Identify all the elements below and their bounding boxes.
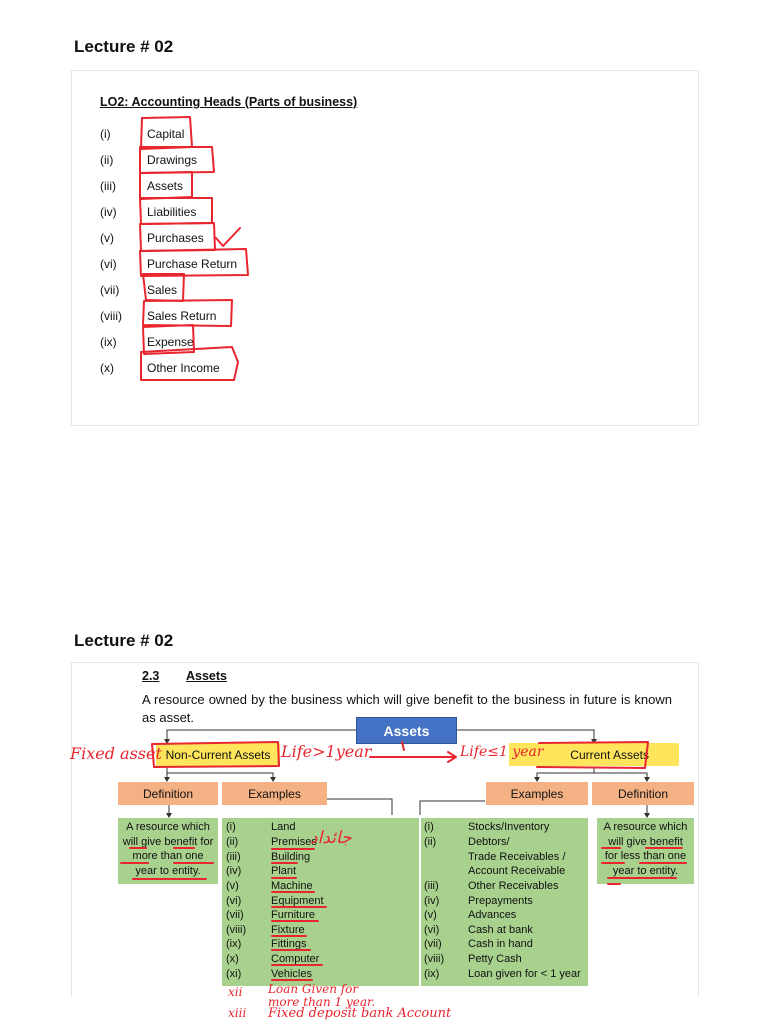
head-row: (ix) Expense (72, 335, 472, 355)
c-example-trade-receivables: Trade Receivables / (468, 851, 566, 863)
nc-definition-header: Definition (118, 782, 218, 805)
nc-example-num: (iv) (226, 865, 242, 877)
nc-example-machine: Machine (271, 880, 313, 892)
nc-definition-box: A resource which will give benefit for m… (118, 818, 218, 884)
head-number: (vii) (100, 283, 120, 297)
c-definition-header: Definition (592, 782, 694, 805)
head-number: (v) (100, 231, 114, 245)
head-label-other-income: Other Income (147, 361, 220, 375)
nc-example-num: (ii) (226, 836, 239, 848)
head-label-purchase-return: Purchase Return (147, 257, 238, 271)
head-label-capital: Capital (147, 127, 185, 141)
handwritten-xii-text: Loan Given for (268, 982, 359, 996)
nc-example-fixture: Fixture (271, 924, 305, 936)
handwritten-xii-num: xii (228, 985, 243, 999)
head-row: (i) Capital (72, 127, 472, 147)
nc-example-num: (xi) (226, 968, 242, 980)
nc-example-computer: Computer (271, 953, 320, 965)
c-example-num: (iii) (424, 880, 439, 892)
head-row: (iii) Assets (72, 179, 472, 199)
c-example-prepayments: Prepayments (468, 895, 533, 907)
head-row: (iv) Liabilities (72, 205, 472, 225)
c-example-cash-in-hand: Cash in hand (468, 938, 533, 950)
c-example-other-receivables: Other Receivables (468, 880, 559, 892)
head-number: (ii) (100, 153, 114, 167)
nc-examples-header: Examples (222, 782, 327, 805)
c-example-num: (ii) (424, 836, 437, 848)
asset-definition: A resource owned by the business which w… (142, 692, 672, 725)
c-example-num: (v) (424, 909, 437, 921)
c-example-debtors: Debtors/ (468, 836, 510, 848)
nc-example-num: (viii) (226, 924, 247, 936)
nc-examples-box: (i) Land (ii) Premises (iii) Building (i… (222, 818, 419, 986)
head-number: (iii) (100, 179, 116, 193)
nc-example-num: (v) (226, 880, 239, 892)
lecture-title-2: Lecture # 02 (74, 631, 174, 650)
nc-example-num: (iii) (226, 851, 241, 863)
head-label-purchases: Purchases (147, 231, 204, 245)
c-example-stocks: Stocks/Inventory (468, 821, 550, 833)
head-row: (vi) Purchase Return (72, 257, 472, 277)
non-current-assets-box: Non-Current Assets (156, 743, 280, 766)
handwritten-life-greater: Life>1year (281, 742, 372, 761)
c-example-account-receivable: Account Receivable (468, 865, 566, 877)
nc-example-num: (ix) (226, 938, 242, 950)
lecture-title-1: Lecture # 02 (74, 37, 174, 56)
assets-root-box: Assets (356, 717, 457, 744)
head-row: (vii) Sales (72, 283, 472, 303)
section-title: Assets (186, 669, 227, 683)
head-label-liabilities: Liabilities (147, 205, 197, 219)
c-definition-box: A resource which will give benefit for l… (597, 818, 694, 884)
head-label-sales-return: Sales Return (147, 309, 217, 323)
nc-example-equipment: Equipment (271, 895, 324, 907)
nc-example-fittings: Fittings (271, 938, 307, 950)
nc-example-num: (vii) (226, 909, 244, 921)
c-examples-box: (i) Stocks/Inventory (ii) Debtors/ Trade… (421, 818, 588, 986)
handwritten-xiii-text: Fixed deposit bank Account (268, 1006, 452, 1021)
nc-example-num: (vi) (226, 895, 242, 907)
head-number: (ix) (100, 335, 117, 349)
handwritten-urdu-note: جائداد (310, 828, 352, 848)
head-number: (vi) (100, 257, 117, 271)
handwritten-xii-text-line2: more than 1 year. (268, 995, 376, 1009)
lo2-heading: LO2: Accounting Heads (Parts of business… (100, 95, 358, 109)
c-example-num: (vi) (424, 924, 440, 936)
c-examples-header: Examples (486, 782, 588, 805)
assets-slide: 2.3 Assets A resource owned by the busin… (71, 662, 699, 997)
handwritten-life-less: Life≤1 year (460, 744, 544, 760)
head-number: (iv) (100, 205, 117, 219)
c-example-loan-given: Loan given for < 1 year (468, 968, 581, 980)
head-row: (x) Other Income (72, 361, 472, 381)
nc-example-vehicles: Vehicles (271, 968, 312, 980)
head-number: (viii) (100, 309, 122, 323)
section-number: 2.3 (142, 669, 160, 683)
nc-example-furniture: Furniture (271, 909, 316, 921)
c-example-num: (iv) (424, 895, 440, 907)
handwritten-fixed-asset: Fixed asset (70, 744, 162, 763)
head-row: (v) Purchases (72, 231, 472, 251)
c-example-cash-at-bank: Cash at bank (468, 924, 533, 936)
c-example-petty-cash: Petty Cash (468, 953, 522, 965)
c-example-num: (i) (424, 821, 434, 833)
c-example-advances: Advances (468, 909, 517, 921)
c-example-num: (viii) (424, 953, 445, 965)
head-label-drawings: Drawings (147, 153, 198, 167)
head-row: (viii) Sales Return (72, 309, 472, 329)
head-label-expense: Expense (147, 335, 194, 349)
c-example-num: (ix) (424, 968, 440, 980)
nc-example-plant: Plant (271, 865, 297, 877)
nc-example-num: (x) (226, 953, 239, 965)
head-number: (i) (100, 127, 111, 141)
head-number: (x) (100, 361, 114, 375)
accounting-heads-slide: LO2: Accounting Heads (Parts of business… (71, 70, 699, 426)
handwritten-xiii-num: xiii (228, 1006, 247, 1020)
c-example-num: (vii) (424, 938, 442, 950)
head-label-sales: Sales (147, 283, 178, 297)
nc-example-building: Building (271, 851, 311, 863)
head-row: (ii) Drawings (72, 153, 472, 173)
nc-example-land: Land (271, 821, 296, 833)
nc-example-num: (i) (226, 821, 236, 833)
nc-example-premises: Premises (271, 836, 317, 848)
head-label-assets: Assets (147, 179, 184, 193)
